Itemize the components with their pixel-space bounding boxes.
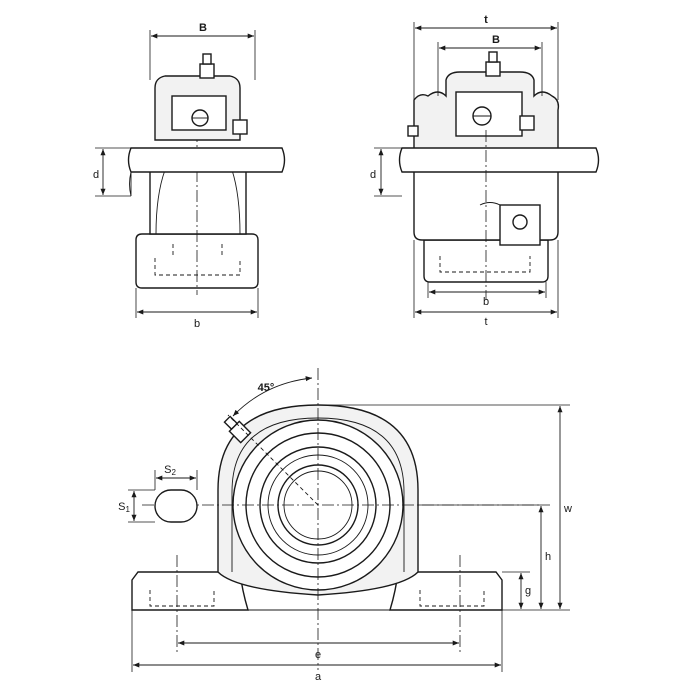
- e-label: e: [315, 649, 321, 661]
- front-B-label: B: [199, 22, 207, 34]
- front-b-label: b: [194, 318, 200, 330]
- w-label: w: [563, 503, 572, 515]
- g-label: g: [525, 585, 531, 597]
- side-B-label: B: [492, 34, 500, 46]
- side-t-bottom-label: t: [484, 316, 487, 328]
- side-d-label: d: [370, 169, 376, 181]
- side-view: t B d b t: [370, 14, 600, 328]
- S1-label: S1: [118, 501, 130, 514]
- S2-label: S2: [164, 464, 176, 477]
- main-view: 45° S2 S1 w h g e a: [118, 368, 572, 683]
- h-label: h: [545, 551, 551, 563]
- angle-45-label: 45°: [258, 382, 275, 394]
- side-t-top-label: t: [484, 14, 488, 26]
- a-label: a: [315, 671, 322, 683]
- front-d-label: d: [93, 169, 99, 181]
- front-view: B d b: [93, 22, 286, 330]
- side-b-label: b: [483, 296, 489, 308]
